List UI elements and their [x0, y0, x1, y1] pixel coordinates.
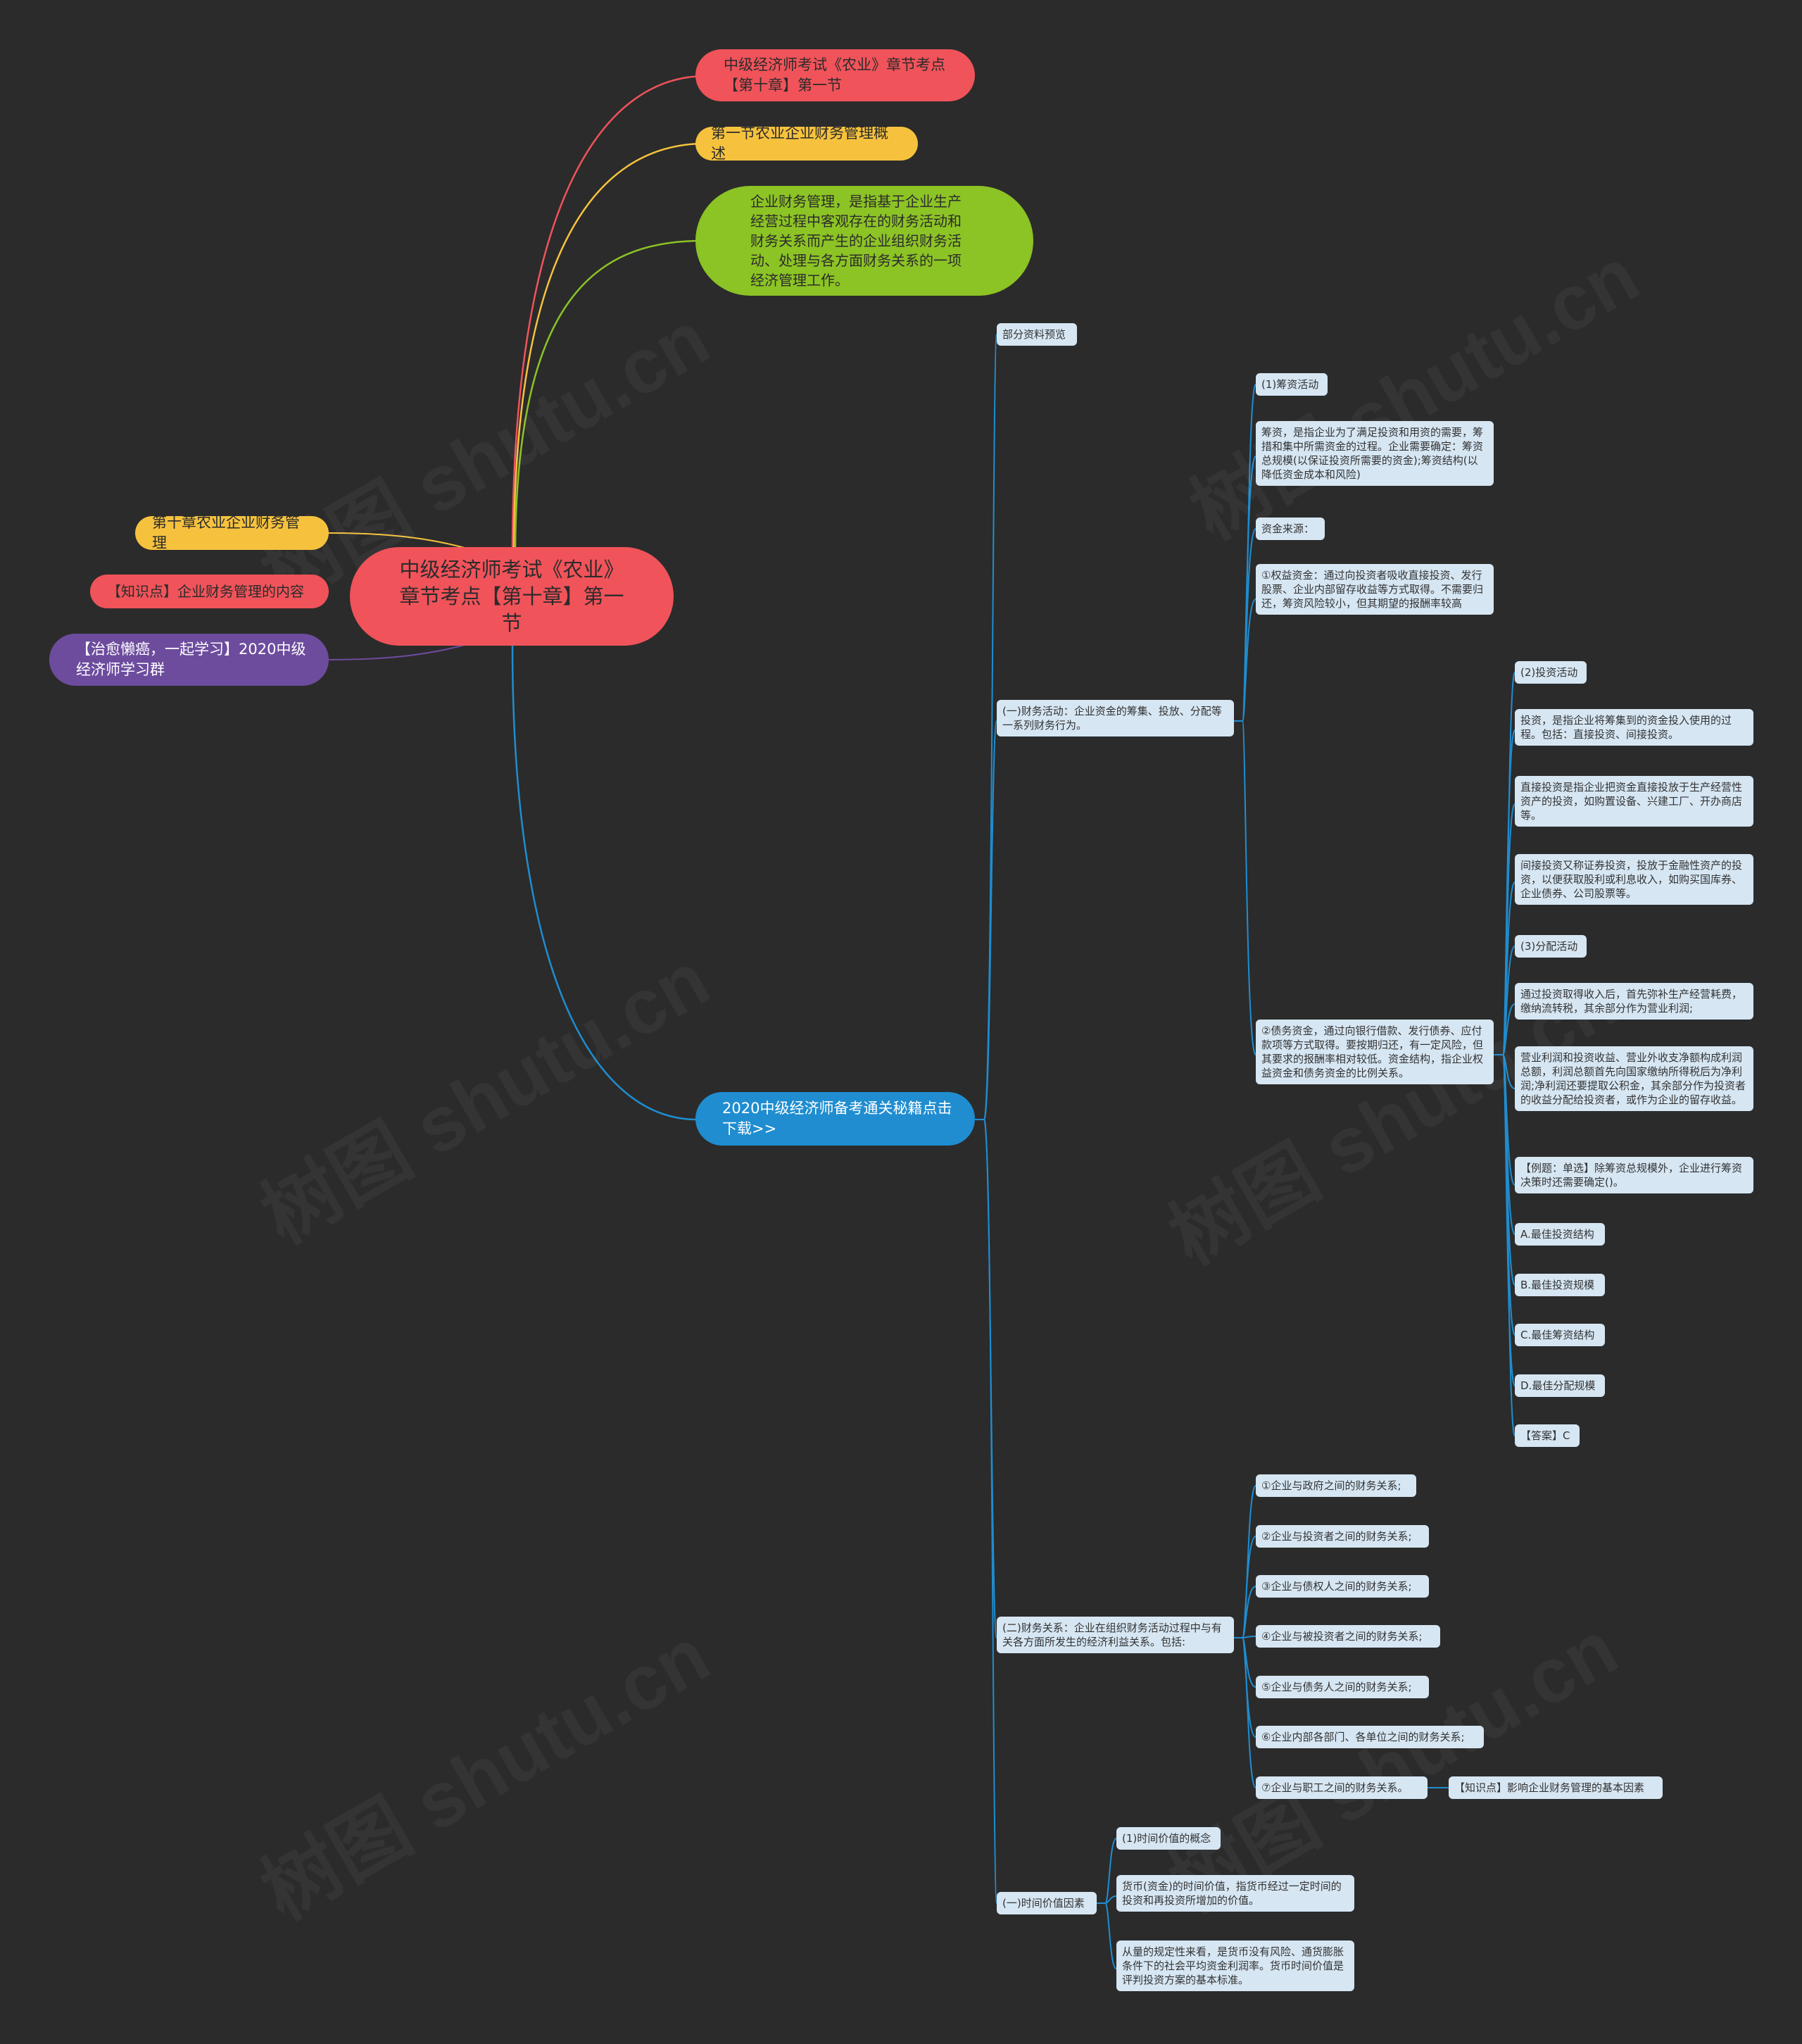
answer-node[interactable]: 【答案】C: [1515, 1424, 1580, 1447]
investment-desc-node[interactable]: 投资，是指企业将筹集到的资金投入使用的过程。包括：直接投资、间接投资。: [1515, 709, 1753, 746]
distribution-desc-node[interactable]: 通过投资取得收入后，首先弥补生产经营耗费，缴纳流转税，其余部分作为营业利润;: [1515, 983, 1753, 1020]
root-line: 章节考点【第十章】第一: [399, 584, 624, 608]
indirect-investment-node[interactable]: 间接投资又称证券投资，投放于金融性资产的投资，以便获取股利或利息收入，如购买国库…: [1515, 854, 1753, 905]
relation-node[interactable]: ①企业与政府之间的财务关系;: [1256, 1474, 1416, 1497]
profit-desc-node[interactable]: 营业利润和投资收益、营业外收支净额构成利润总额，利润总额首先向国家缴纳所得税后为…: [1515, 1046, 1753, 1111]
debt-fund-node[interactable]: ②债务资金，通过向银行借款、发行债券、应付款项等方式取得。要按期归还，有一定风险…: [1256, 1020, 1494, 1084]
root-node[interactable]: 中级经济师考试《农业》 章节考点【第十章】第一 节: [350, 547, 674, 646]
title-line: 【第十章】第一节: [724, 77, 842, 94]
activities-node[interactable]: (一)财务活动：企业资金的筹集、投放、分配等一系列财务行为。: [997, 700, 1234, 736]
time-value-quantity-node[interactable]: 从量的规定性来看，是货币没有风险、通货膨胀条件下的社会平均资金利润率。货币时间价…: [1116, 1940, 1354, 1991]
fund-source-node[interactable]: 资金来源：: [1256, 518, 1325, 540]
relation-node[interactable]: ⑦企业与职工之间的财务关系。: [1256, 1776, 1428, 1799]
relation-node[interactable]: ④企业与被投资者之间的财务关系;: [1256, 1625, 1440, 1648]
fundraising-desc-node[interactable]: 筹资，是指企业为了满足投资和用资的需要，筹措和集中所需资金的过程。企业需要确定：…: [1256, 421, 1494, 486]
study-group-node[interactable]: 【治愈懒癌，一起学习】2020中级 经济师学习群: [49, 634, 329, 686]
section-node[interactable]: 第一节农业企业财务管理概述: [695, 125, 918, 162]
example-question-node[interactable]: 【例题：单选】除筹资总规模外，企业进行筹资决策时还需要确定()。: [1515, 1157, 1753, 1193]
root-line: 中级经济师考试《农业》: [399, 558, 624, 582]
option-a-node[interactable]: A.最佳投资结构: [1515, 1223, 1605, 1246]
chapter-node[interactable]: 第十章农业企业财务管理: [135, 514, 329, 551]
fundraising-node[interactable]: (1)筹资活动: [1256, 373, 1328, 396]
relation-node[interactable]: ⑥企业内部各部门、各单位之间的财务关系;: [1256, 1726, 1484, 1748]
direct-investment-node[interactable]: 直接投资是指企业把资金直接投放于生产经营性资产的投资，如购置设备、兴建工厂、开办…: [1515, 776, 1753, 827]
download-link-node[interactable]: 2020中级经济师备考通关秘籍点击 下载>>: [695, 1092, 975, 1146]
distribution-node[interactable]: (3)分配活动: [1515, 935, 1587, 958]
relation-node[interactable]: ②企业与投资者之间的财务关系;: [1256, 1525, 1429, 1548]
knowledge-factor-node[interactable]: 【知识点】影响企业财务管理的基本因素: [1449, 1776, 1663, 1799]
investment-node[interactable]: (2)投资活动: [1515, 661, 1587, 684]
preview-node[interactable]: 部分资料预览: [997, 323, 1077, 346]
option-c-node[interactable]: C.最佳筹资结构: [1515, 1324, 1605, 1346]
title-node[interactable]: 中级经济师考试《农业》章节考点 【第十章】第一节: [695, 49, 975, 101]
time-value-node[interactable]: (一)时间价值因素: [997, 1892, 1097, 1914]
relation-node[interactable]: ③企业与债权人之间的财务关系;: [1256, 1575, 1429, 1598]
title-line: 中级经济师考试《农业》章节考点: [724, 56, 945, 73]
relations-node[interactable]: (二)财务关系：企业在组织财务活动过程中与有关各方面所发生的经济利益关系。包括:: [997, 1617, 1234, 1653]
relation-node[interactable]: ⑤企业与债务人之间的财务关系;: [1256, 1676, 1429, 1698]
option-d-node[interactable]: D.最佳分配规模: [1515, 1374, 1605, 1397]
time-value-concept-node[interactable]: (1)时间价值的概念: [1116, 1827, 1221, 1850]
knowledge-node[interactable]: 【知识点】企业财务管理的内容: [90, 575, 329, 608]
option-b-node[interactable]: B.最佳投资规模: [1515, 1274, 1605, 1296]
root-line: 节: [501, 611, 522, 635]
equity-fund-node[interactable]: ①权益资金：通过向投资者吸收直接投资、发行股票、企业内部留存收益等方式取得。不需…: [1256, 564, 1494, 615]
time-value-definition-node[interactable]: 货币(资金)的时间价值，指货币经过一定时间的投资和再投资所增加的价值。: [1116, 1875, 1354, 1912]
definition-node[interactable]: 企业财务管理，是指基于企业生产 经营过程中客观存在的财务活动和 财务关系而产生的…: [695, 186, 1033, 296]
